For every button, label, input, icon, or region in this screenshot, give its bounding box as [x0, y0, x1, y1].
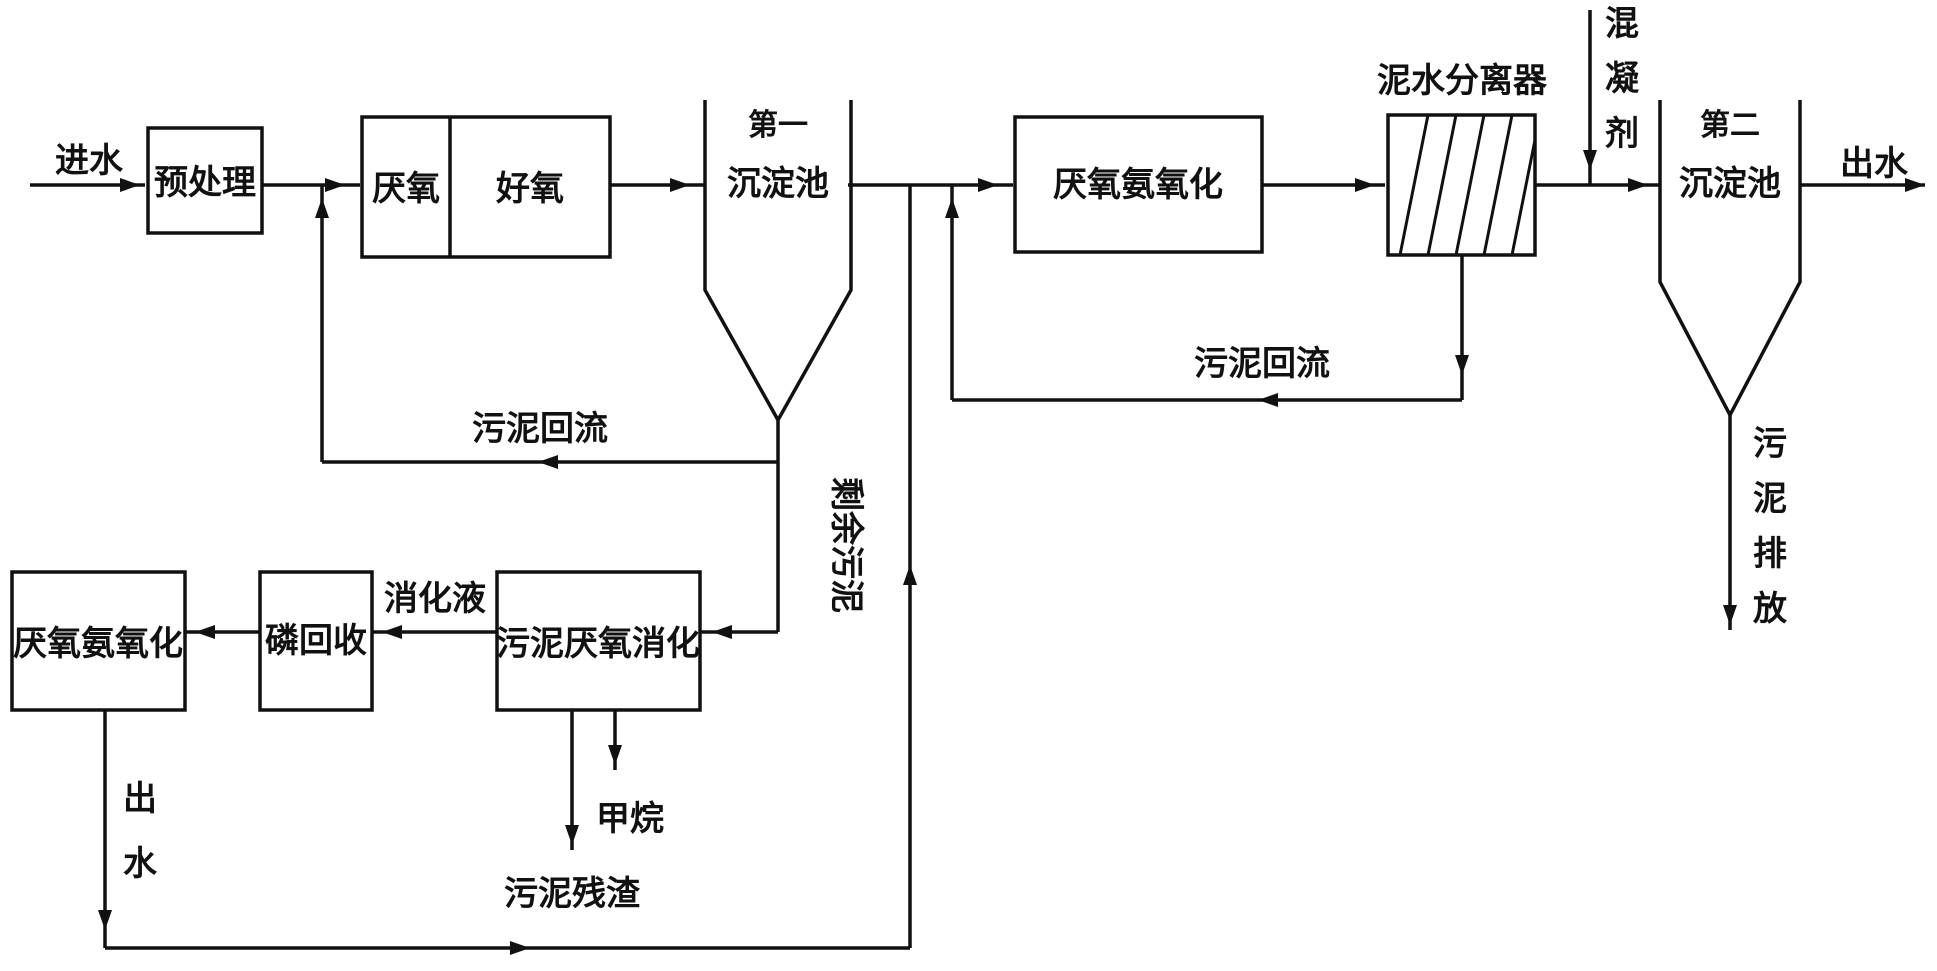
reactor-box: [360, 115, 612, 259]
arrowhead-to-precovery: [382, 625, 402, 639]
anammox-main-label: 厌氧氨氧化: [1053, 165, 1223, 205]
side-anammox-box: [10, 570, 187, 712]
arrowhead-return-1-left: [538, 455, 558, 469]
sludge-return-2-label: 污泥回流: [1194, 344, 1330, 384]
arrowhead-inlet: [120, 178, 140, 192]
return-lines: [103, 185, 1732, 950]
sludge-discharge-label-3: 排: [1753, 534, 1787, 574]
arrowhead-outlet: [1905, 178, 1925, 192]
coagulant-label-3: 剂: [1605, 114, 1639, 154]
second-clarifier-label-1: 第二: [1700, 108, 1760, 143]
residue-label: 污泥残渣: [504, 874, 641, 914]
arrowhead-to-separator: [1355, 178, 1375, 192]
arrowhead-return-2-left: [1258, 393, 1278, 407]
arrowhead-coagulant: [1583, 150, 1597, 170]
phosphorus-recovery-box: [258, 570, 374, 712]
first-clarifier-label-1: 第一: [748, 108, 808, 143]
side-anammox-label: 厌氧氨氧化: [13, 624, 183, 664]
arrowhead-to-side-anammox: [195, 625, 215, 639]
arrowhead-to-anammox: [978, 178, 998, 192]
return-arrowheads: [98, 198, 1737, 955]
arrowhead-to-clarifier: [670, 178, 690, 192]
main-flow-lines: [30, 10, 1925, 187]
excess-sludge-label: 剩余污泥: [826, 477, 866, 613]
arrowhead-return-2-up: [945, 198, 959, 218]
digester-box: [495, 570, 702, 712]
pretreatment-box: [146, 126, 264, 235]
coagulant-label-1: 混: [1605, 4, 1639, 44]
phosphorus-recovery-label: 磷回收: [265, 621, 367, 661]
arrowhead-to-clarifier2: [1628, 178, 1648, 192]
inlet-label: 进水: [55, 141, 124, 181]
methane-label: 甲烷: [596, 799, 664, 839]
side-outlet-label-2: 水: [123, 844, 158, 884]
anaerobic-label: 厌氧: [372, 169, 440, 209]
aerobic-label: 好氧: [495, 169, 564, 209]
sludge-discharge-label-2: 泥: [1753, 479, 1787, 519]
outlet-label: 出水: [1840, 144, 1909, 184]
arrowhead-side-outlet-right: [510, 941, 530, 955]
separator-label: 泥水分离器: [1377, 61, 1548, 101]
first-clarifier-label-2: 沉淀池: [727, 164, 829, 204]
arrowhead-side-outlet-down: [98, 910, 112, 930]
arrowhead-to-digester: [712, 625, 732, 639]
side-outlet-label-1: 出: [123, 779, 157, 819]
first-clarifier: [703, 100, 853, 424]
coagulant-label-2: 凝: [1605, 59, 1639, 99]
arrowhead-residue: [565, 825, 579, 845]
sludge-discharge-label-1: 污: [1753, 424, 1787, 464]
anammox-main-box: [1013, 115, 1264, 254]
sludge-discharge-label-4: 放: [1753, 589, 1787, 629]
arrowhead-separator-down: [1455, 355, 1469, 375]
digester-label: 污泥厌氧消化: [496, 624, 700, 664]
arrowhead-return-1-up: [315, 198, 329, 218]
separator-hatch: [1398, 114, 1537, 256]
main-arrowheads: [120, 150, 1925, 192]
digestate-label: 消化液: [384, 579, 486, 619]
second-clarifier-label-2: 沉淀池: [1679, 164, 1781, 204]
second-clarifier: [1658, 100, 1802, 419]
arrowhead-to-reactor: [325, 178, 345, 192]
arrowhead-sludge-discharge: [1723, 605, 1737, 625]
arrowhead-methane: [608, 745, 622, 765]
sludge-return-1-label: 污泥回流: [472, 409, 608, 449]
pretreatment-label: 预处理: [154, 163, 256, 203]
arrowhead-side-outlet-up: [903, 565, 917, 585]
